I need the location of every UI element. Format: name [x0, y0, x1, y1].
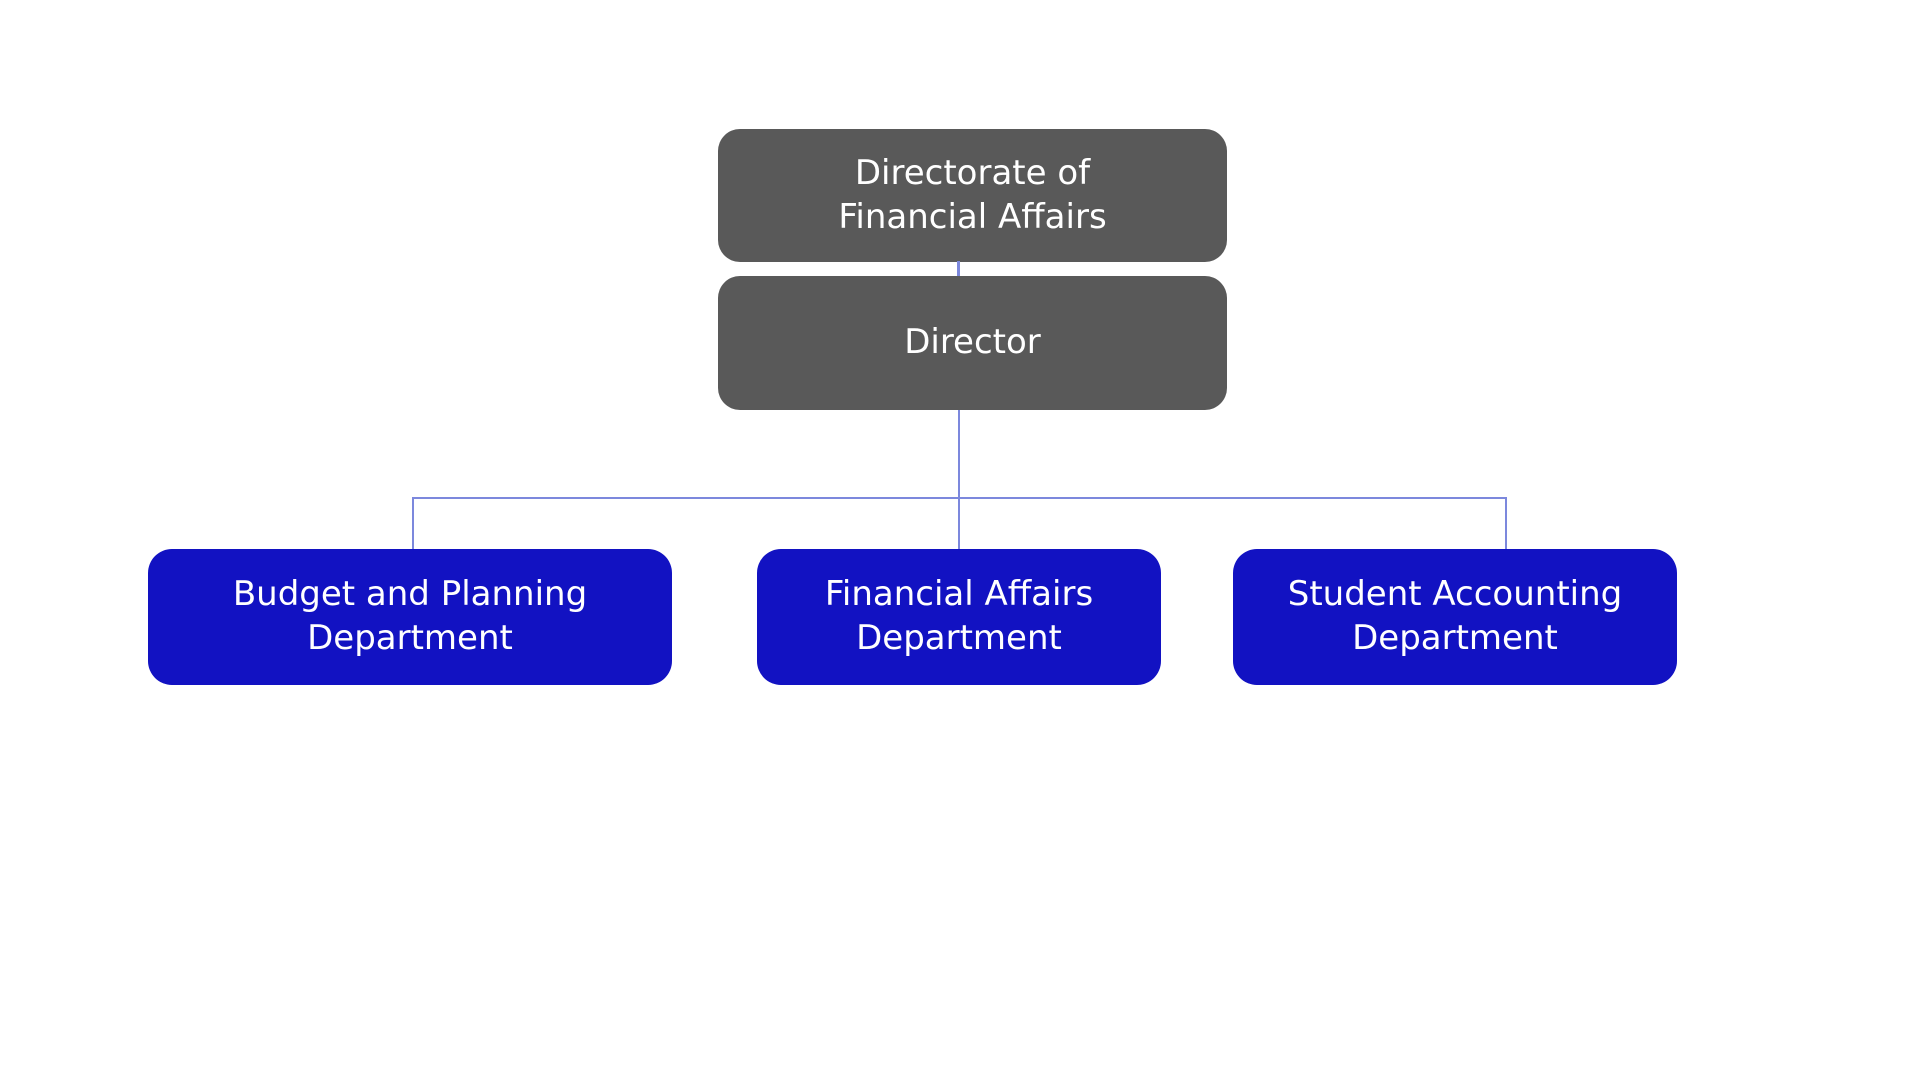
node-director: Director	[718, 276, 1227, 410]
node-directorate-of-financial-affairs: Directorate of Financial Affairs	[718, 129, 1227, 262]
connector-directorate-to-director	[957, 261, 960, 277]
node-budget-and-planning-department: Budget and Planning Department	[148, 549, 672, 685]
connector-drop-financial	[958, 497, 960, 549]
node-label: Directorate of Financial Affairs	[838, 152, 1107, 237]
node-label: Director	[904, 322, 1041, 363]
node-label: Financial Affairs Department	[824, 574, 1094, 658]
connector-drop-student	[1505, 497, 1507, 549]
node-label: Student Accounting Department	[1287, 574, 1623, 658]
node-financial-affairs-department: Financial Affairs Department	[757, 549, 1161, 685]
connector-drop-budget	[412, 497, 414, 549]
node-student-accounting-department: Student Accounting Department	[1233, 549, 1677, 685]
node-label: Budget and Planning Department	[232, 574, 588, 658]
connector-director-trunk	[958, 410, 960, 498]
